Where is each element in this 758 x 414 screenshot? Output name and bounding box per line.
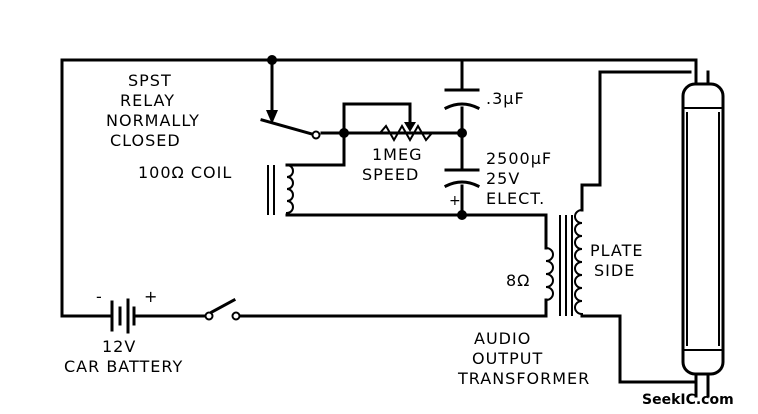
relay-label-line4: CLOSED: [110, 131, 181, 150]
transformer-label-line3: TRANSFORMER: [457, 369, 590, 388]
relay-label-line3: NORMALLY: [106, 111, 200, 130]
coil-label: 100Ω COIL: [138, 163, 232, 182]
relay-contact: [260, 110, 321, 140]
pot-label-line1: 1MEG: [372, 145, 423, 164]
transformer-label-line1: AUDIO: [474, 329, 531, 348]
battery-label-line2: CAR BATTERY: [64, 357, 183, 376]
audio-transformer: [545, 209, 583, 316]
battery-minus: -: [96, 287, 103, 306]
elect-cap-label-line3: ELECT.: [486, 189, 545, 208]
relay-coil: [267, 164, 294, 215]
small-cap-label: .3μF: [486, 89, 525, 108]
watermark: SeekIC.com: [642, 392, 734, 408]
fluorescent-tube: [681, 58, 725, 398]
capacitor-electrolytic: [443, 168, 481, 189]
pot-label-line2: SPEED: [362, 165, 419, 184]
plate-label-line2: SIDE: [594, 261, 635, 280]
battery-switch: [204, 297, 241, 321]
battery: [110, 298, 136, 334]
potentiometer: [379, 122, 433, 143]
battery-plus: +: [144, 287, 158, 306]
plate-label-line1: PLATE: [590, 241, 644, 260]
ohms-label: 8Ω: [506, 271, 530, 290]
battery-label-line1: 12V: [102, 337, 136, 356]
transformer-label-line2: OUTPUT: [472, 349, 543, 368]
relay-label-line2: RELAY: [120, 91, 175, 110]
elect-cap-label-line1: 2500μF: [486, 149, 552, 168]
elect-cap-label-line2: 25V: [486, 169, 520, 188]
wiring: [60, 58, 698, 384]
elect-cap-plus: +: [449, 193, 461, 209]
capacitor-small: [443, 88, 481, 111]
relay-label-line1: SPST: [128, 71, 172, 90]
junction-dots: [267, 55, 467, 220]
